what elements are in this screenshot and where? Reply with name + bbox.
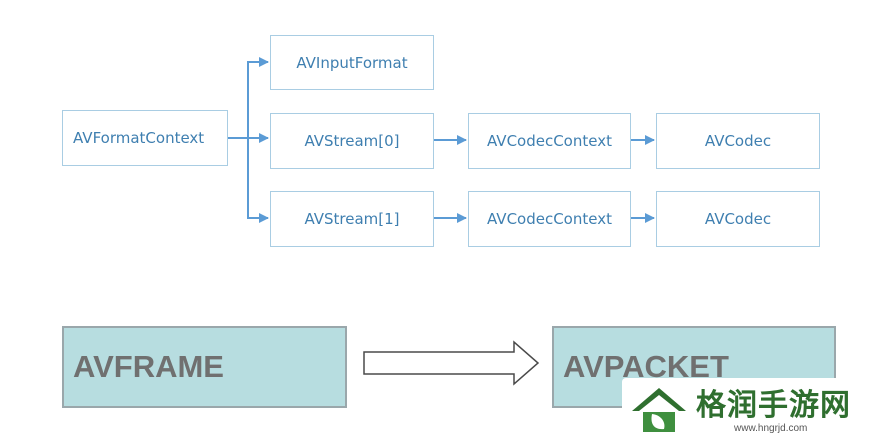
node-avformatcontext: AVFormatContext [62, 110, 228, 166]
edge-format-to-input [228, 57, 269, 139]
node-avcodeccontext-0: AVCodecContext [468, 113, 631, 169]
watermark: 格润手游网 www.hngrjd.com [622, 378, 874, 439]
watermark-title: 格润手游网 [696, 388, 851, 423]
node-avstream-1: AVStream[1] [270, 191, 434, 247]
node-avcodec-0: AVCodec [656, 113, 820, 169]
node-avinputformat: AVInputFormat [270, 35, 434, 90]
edge-format-to-stream1 [247, 138, 269, 223]
node-avstream-0: AVStream[0] [270, 113, 434, 169]
watermark-logo-icon [632, 388, 686, 432]
conversion-arrow [363, 340, 540, 386]
node-avcodec-1: AVCodec [656, 191, 820, 247]
avframe-block: AVFRAME [62, 326, 347, 408]
watermark-url: www.hngrjd.com [734, 423, 808, 434]
node-avcodeccontext-1: AVCodecContext [468, 191, 631, 247]
